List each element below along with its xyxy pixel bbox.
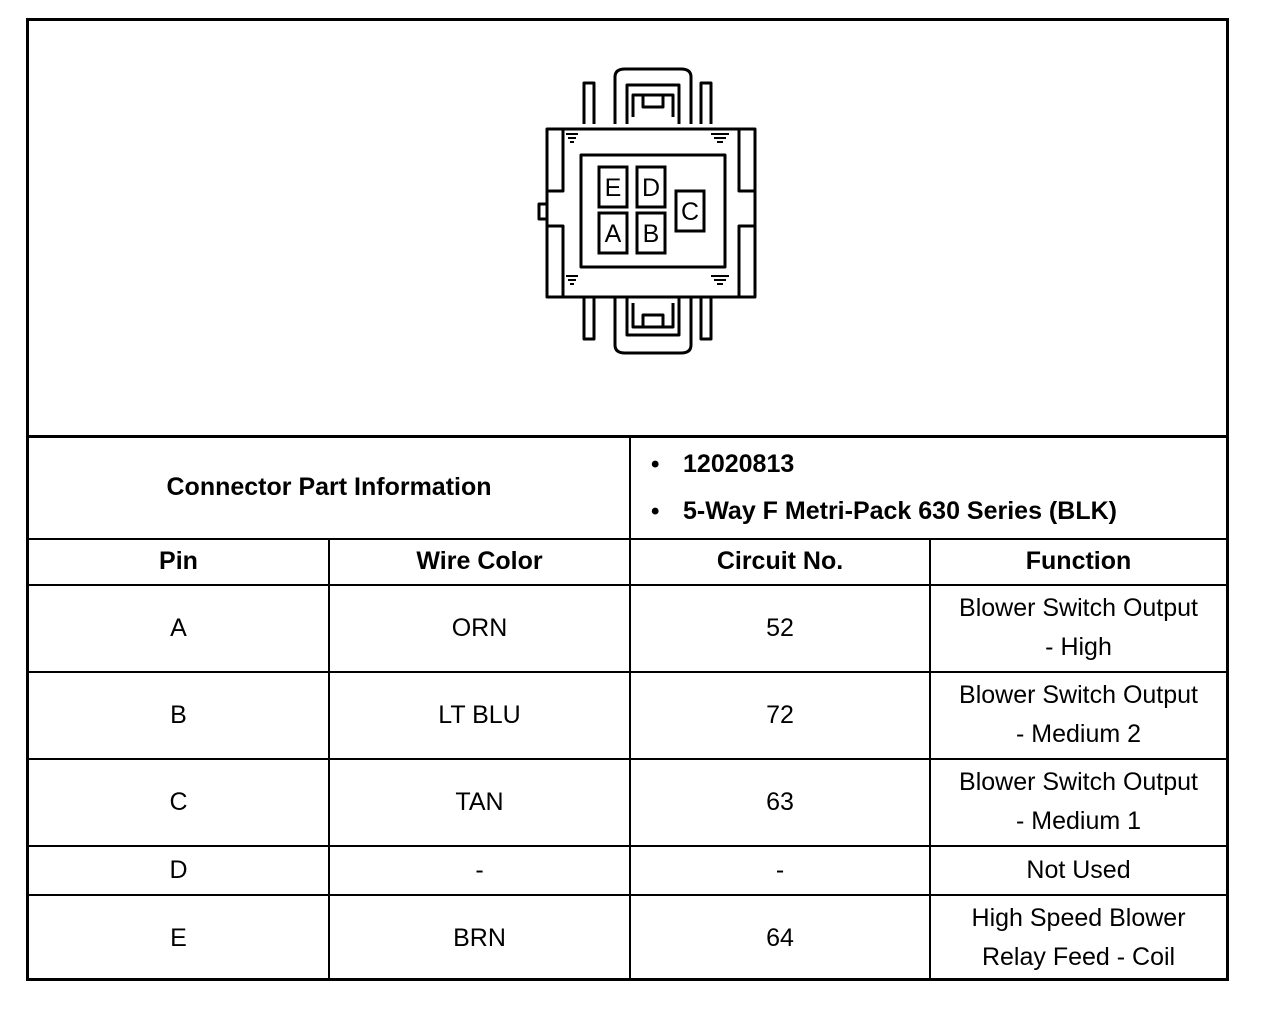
header-wire-color: Wire Color [327, 537, 632, 586]
circuit-cell: 63 [629, 757, 932, 847]
pin-cell: C [29, 757, 330, 847]
pin-cell: B [29, 670, 330, 760]
part-number: 12020813 [637, 441, 1220, 488]
table-row: D - - Not Used [29, 844, 1227, 896]
function-cell: Blower Switch Output - Medium 1 [929, 757, 1227, 847]
pin-cell: D [29, 844, 330, 896]
circuit-cell: 72 [629, 670, 932, 760]
pin-e-label: E [605, 174, 622, 202]
header-circuit-no: Circuit No. [629, 537, 932, 586]
function-line-2: - Medium 2 [1016, 720, 1142, 748]
table-row: B LT BLU 72 Blower Switch Output - Mediu… [29, 670, 1227, 760]
pin-b-label: B [643, 220, 660, 248]
pin-b-cavity [635, 211, 667, 255]
function-line-2: - High [1045, 633, 1112, 661]
wire-color-cell: LT BLU [327, 670, 632, 760]
pin-c-label: C [681, 198, 699, 226]
function-line-1: Blower Switch Output [959, 681, 1199, 709]
pinout-table: Connector Part Information 12020813 5-Wa… [29, 435, 1227, 981]
pin-cell: A [29, 583, 330, 673]
function-cell: Blower Switch Output - Medium 2 [929, 670, 1227, 760]
function-line-1: Blower Switch Output [959, 768, 1199, 796]
function-cell: Blower Switch Output - High [929, 583, 1227, 673]
circuit-cell: 64 [629, 893, 932, 981]
header-pin: Pin [29, 537, 330, 586]
table-row: A ORN 52 Blower Switch Output - High [29, 583, 1227, 673]
table-row: E BRN 64 High Speed Blower Relay Feed - … [29, 893, 1227, 981]
function-cell: High Speed Blower Relay Feed - Coil [929, 893, 1227, 981]
function-cell: Not Used [929, 844, 1227, 896]
connector-diagram: E D C A B [29, 21, 1226, 435]
connector-document: E D C A B Connector Part Information 120… [26, 18, 1229, 981]
function-line-1: Blower Switch Output [959, 594, 1199, 622]
pin-cell: E [29, 893, 330, 981]
circuit-cell: 52 [629, 583, 932, 673]
function-line-2: - Medium 1 [1016, 807, 1142, 835]
pin-e-cavity [597, 165, 629, 209]
connector-description: 5-Way F Metri-Pack 630 Series (BLK) [637, 488, 1220, 535]
function-line-1: High Speed Blower [971, 904, 1186, 932]
function-line-2: Relay Feed - Coil [981, 943, 1176, 971]
pin-d-cavity [635, 165, 667, 209]
header-function: Function [929, 537, 1227, 586]
pin-d-label: D [642, 174, 660, 202]
wire-color-cell: ORN [327, 583, 632, 673]
wire-color-cell: - [327, 844, 632, 896]
pin-a-cavity [597, 211, 629, 255]
table-row: C TAN 63 Blower Switch Output - Medium 1 [29, 757, 1227, 847]
part-info-label: Connector Part Information [29, 435, 632, 540]
connector-face-drawing: E D C A B [537, 67, 757, 355]
part-info-row: Connector Part Information 12020813 5-Wa… [29, 435, 1227, 540]
circuit-cell: - [629, 844, 932, 896]
header-row: Pin Wire Color Circuit No. Function [29, 537, 1227, 586]
pin-c-cavity [674, 189, 706, 233]
pin-a-label: A [605, 220, 622, 248]
part-info-list: 12020813 5-Way F Metri-Pack 630 Series (… [637, 441, 1220, 535]
wire-color-cell: TAN [327, 757, 632, 847]
wire-color-cell: BRN [327, 893, 632, 981]
part-info-cell: 12020813 5-Way F Metri-Pack 630 Series (… [629, 435, 1227, 540]
